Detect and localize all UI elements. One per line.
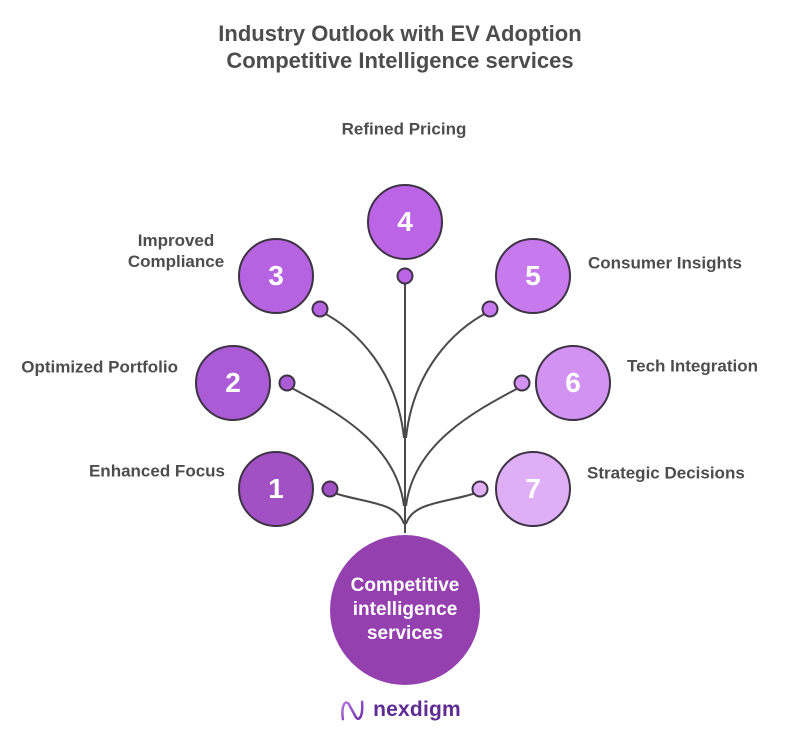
nexdigm-logo: nexdigm [0, 696, 800, 723]
item-label-tech-integration: Tech Integration [627, 356, 758, 376]
connector-dot-2 [278, 374, 296, 392]
item-number-3: 3 [268, 260, 284, 291]
item-label-refined-pricing: Refined Pricing [341, 119, 467, 139]
connector-dot-6 [513, 374, 531, 392]
connector-dot-4 [396, 267, 414, 285]
item-label-optimized-portfolio: Optimized Portfolio [21, 357, 178, 377]
item-circle-6: 6 [535, 345, 611, 421]
connector-dot-3 [311, 300, 329, 318]
nexdigm-logo-text: nexdigm [373, 697, 461, 721]
item-number-6: 6 [565, 367, 581, 398]
item-circle-7: 7 [495, 451, 571, 527]
item-label-improved-compliance: Improved Compliance [127, 231, 225, 271]
nexdigm-logo-mark-icon [341, 700, 364, 721]
connector-dot-1 [321, 480, 339, 498]
connector-dot-7 [471, 480, 489, 498]
connector-curve-3 [319, 310, 405, 439]
item-circle-1: 1 [238, 451, 314, 527]
page-title-line2: Competitive Intelligence services [226, 48, 574, 73]
connector-curve-5 [405, 310, 491, 439]
connector-curve-7 [405, 491, 480, 525]
item-circle-4: 4 [367, 184, 443, 260]
center-label: Competitive intelligence services [350, 575, 460, 644]
item-circle-3: 3 [238, 238, 314, 314]
item-label-enhanced-focus: Enhanced Focus [88, 461, 225, 481]
item-label-strategic-decisions: Strategic Decisions [587, 463, 745, 483]
item-number-5: 5 [525, 260, 541, 291]
connector-curve-1 [330, 491, 405, 525]
item-circle-5: 5 [495, 238, 571, 314]
center-circle: Competitive intelligence services [330, 535, 480, 685]
item-label-consumer-insights: Consumer Insights [588, 253, 742, 273]
page-title: Industry Outlook with EV Adoption Compet… [0, 20, 800, 74]
item-number-7: 7 [525, 473, 541, 504]
item-circle-2: 2 [195, 345, 271, 421]
page-title-line1: Industry Outlook with EV Adoption [218, 21, 582, 46]
item-number-4: 4 [397, 206, 413, 237]
item-number-2: 2 [225, 367, 241, 398]
item-number-1: 1 [268, 473, 284, 504]
connector-dot-5 [481, 300, 499, 318]
